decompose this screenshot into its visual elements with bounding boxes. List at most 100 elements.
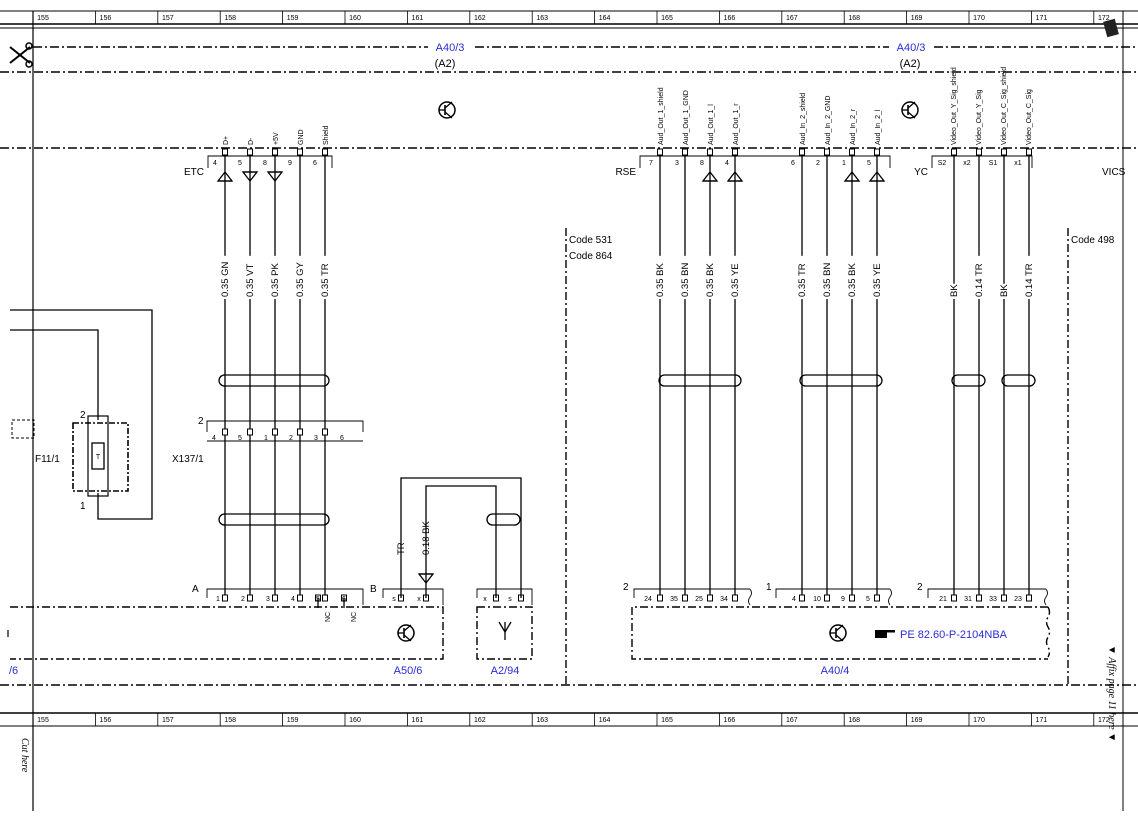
pin-terminal: [707, 148, 713, 156]
svg-text:Aud_Out_1_GND: Aud_Out_1_GND: [683, 90, 690, 145]
svg-text:1: 1: [766, 582, 772, 593]
transistor-icon: [829, 624, 847, 642]
module-link-a2-94[interactable]: A2/94: [491, 665, 520, 677]
module-link-fragment[interactable]: /6: [9, 665, 18, 677]
connector-vics-label: VICS: [1102, 167, 1126, 178]
ruler-column-label: 168: [848, 15, 860, 22]
ruler-column-label: 157: [162, 15, 174, 22]
wire-label: 0.14 TR: [974, 263, 985, 297]
svg-text:Video_Out_Y_Sig_shield: Video_Out_Y_Sig_shield: [951, 67, 958, 145]
connector-rse-label: RSE: [615, 167, 636, 178]
svg-text:5: 5: [866, 596, 870, 603]
ruler-column-label: 168: [848, 717, 860, 724]
pin-terminal: [1001, 148, 1007, 156]
pin-terminal: [951, 594, 957, 602]
svg-text:35: 35: [670, 596, 678, 603]
svg-text:1: 1: [842, 160, 846, 167]
wire-label: 0.35 YE: [730, 263, 741, 297]
ruler-column-label: 163: [536, 15, 548, 22]
module-a50-6: A 1 2 3 4 5 6 NC NC B s x A50/6 /6: [7, 584, 444, 677]
pin-terminal: [322, 148, 328, 156]
pin-terminal: [976, 148, 982, 156]
svg-text:S1: S1: [989, 160, 998, 167]
pin-terminal: [1001, 594, 1007, 602]
wire-label: 0.35 BK: [847, 263, 858, 297]
pin-terminal: [1026, 594, 1032, 602]
ruler-column-label: 171: [1036, 717, 1048, 724]
pin-terminal: [951, 148, 957, 156]
svg-text:2: 2: [816, 160, 820, 167]
svg-text:6: 6: [340, 435, 344, 442]
pin-terminal: [272, 148, 278, 156]
svg-text:x1: x1: [1014, 160, 1022, 167]
pin-terminal: [297, 148, 303, 156]
pin-terminal: [1026, 148, 1032, 156]
svg-text:9: 9: [841, 596, 845, 603]
wire-label: 0.35 BN: [680, 263, 691, 297]
pin-terminal: [222, 594, 228, 602]
svg-text:33: 33: [989, 596, 997, 603]
x137-label: X137/1: [172, 454, 204, 465]
svg-text:s: s: [392, 596, 396, 603]
pin-terminal: [657, 594, 663, 602]
ruler-column-label: 156: [100, 15, 112, 22]
ruler-column-label: 171: [1036, 15, 1048, 22]
svg-text:4: 4: [291, 596, 295, 603]
ruler-column-label: 170: [973, 717, 985, 724]
connector-yc-label: YC: [914, 167, 928, 178]
svg-text:2: 2: [198, 416, 204, 427]
wire-label: 0.35 TR: [797, 263, 808, 297]
ruler-column-label: 160: [349, 717, 361, 724]
connector-etc-label: ETC: [184, 167, 204, 178]
module-link-a40-4[interactable]: A40/4: [821, 665, 850, 677]
ruler-column-label: 155: [37, 15, 49, 22]
svg-text:10: 10: [813, 596, 821, 603]
ruler-column-label: 158: [224, 15, 236, 22]
ruler-column-label: 156: [100, 717, 112, 724]
svg-text:x: x: [417, 596, 421, 603]
fuse-label: F11/1: [35, 454, 60, 465]
svg-text:1: 1: [80, 501, 86, 512]
svg-text:x: x: [483, 596, 487, 603]
svg-text:Aud_In_2_l: Aud_In_2_l: [875, 109, 882, 145]
pin-number: 4: [213, 160, 217, 167]
pin-terminal: [824, 594, 830, 602]
module-sublabel-2: (A2): [900, 58, 921, 70]
module-link-a50-6[interactable]: A50/6: [394, 665, 423, 677]
pin-terminal: [682, 594, 688, 602]
svg-text:5: 5: [316, 596, 320, 603]
pin-terminal: [874, 148, 880, 156]
pin-name: GND: [298, 129, 305, 145]
svg-text:2: 2: [80, 410, 86, 421]
reference-link[interactable]: PE 82.60-P-2104NBA: [900, 629, 1008, 641]
pin-terminal: [247, 594, 253, 602]
ruler-column-label: 157: [162, 717, 174, 724]
svg-text:2: 2: [623, 582, 629, 593]
pin-terminal: [247, 148, 253, 156]
pin-terminal: [824, 148, 830, 156]
pin-name: Shield: [323, 125, 330, 145]
module-label-a40-3: A40/3: [436, 42, 465, 54]
svg-text:NC: NC: [351, 612, 358, 622]
pin-terminal: [322, 594, 328, 602]
wire-label: BK: [949, 284, 960, 297]
svg-text:Video_Out_C_Sig_shield: Video_Out_C_Sig_shield: [1001, 67, 1008, 145]
ruler-column-label: 163: [536, 717, 548, 724]
module-a2-94: x s A2/94: [476, 588, 533, 677]
module-sublabel: (A2): [435, 58, 456, 70]
connector-yc: YC S2 x2 S1 x1 Video_Out_Y_Sig_shield Vi…: [914, 67, 1033, 178]
ruler-column-label: 164: [599, 15, 611, 22]
pin-name: +5V: [273, 132, 280, 145]
ruler-column-label: 155: [37, 717, 49, 724]
ruler-column-label: 172: [1098, 717, 1110, 724]
ruler-column-label: 162: [474, 717, 486, 724]
svg-text:3: 3: [675, 160, 679, 167]
wire-label: 0.35 YE: [872, 263, 883, 297]
svg-text:2: 2: [917, 582, 923, 593]
ruler-column-label: 167: [786, 15, 798, 22]
svg-text:21: 21: [939, 596, 947, 603]
pin-number: 6: [313, 160, 317, 167]
svg-text:25: 25: [695, 596, 703, 603]
svg-text:T: T: [96, 454, 101, 461]
